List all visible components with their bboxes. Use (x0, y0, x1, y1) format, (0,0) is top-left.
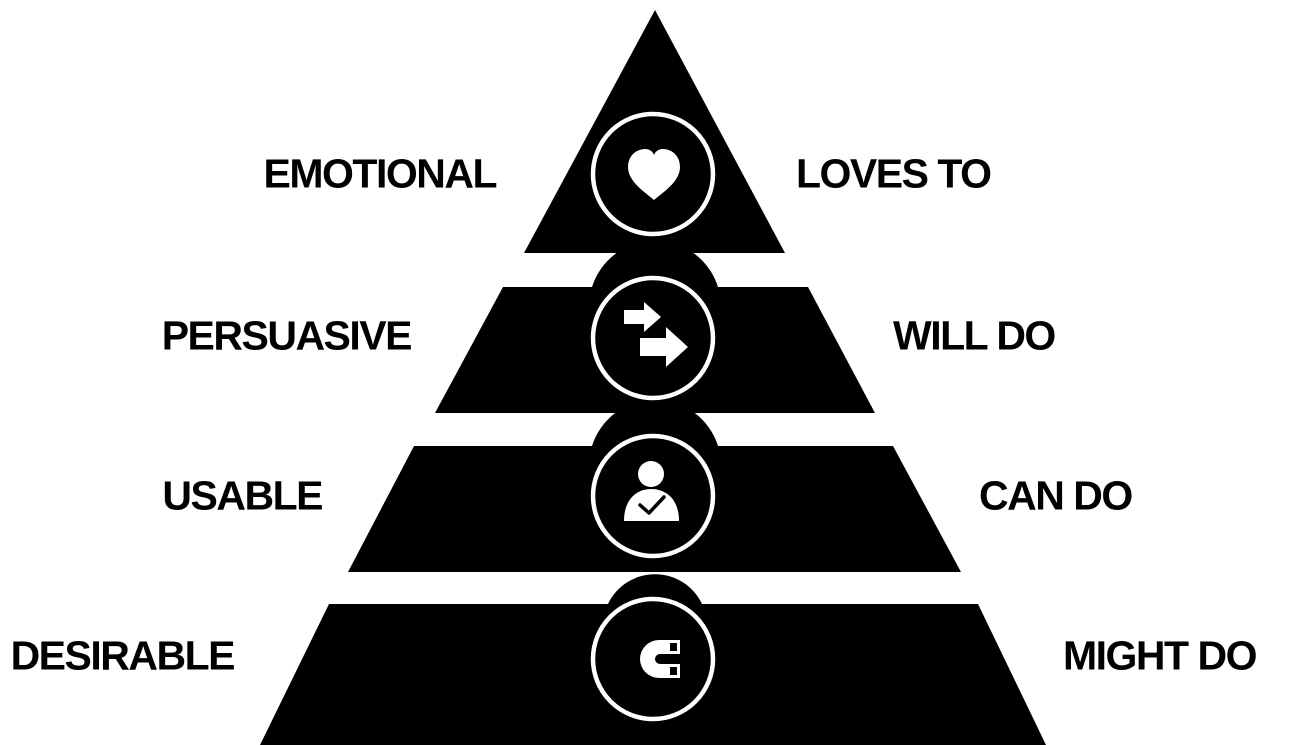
user-check-icon (624, 461, 679, 521)
tier-connector-2 (592, 240, 718, 287)
heart-icon (628, 149, 680, 200)
label-persuasive: PERSUASIVE (161, 312, 413, 359)
label-usable: USABLE (162, 472, 323, 519)
label-desirable: DESIRABLE (10, 632, 236, 679)
tier-connector-4 (608, 574, 702, 604)
label-loves-to: LOVES TO (796, 150, 992, 197)
tier-connector-3 (592, 399, 718, 446)
arrows-icon (624, 302, 688, 367)
label-might-do: MIGHT DO (1063, 632, 1257, 679)
label-will-do: WILL DO (893, 312, 1056, 359)
label-can-do: CAN DO (979, 472, 1133, 519)
label-emotional: EMOTIONAL (263, 150, 498, 197)
magnet-icon (640, 640, 680, 678)
